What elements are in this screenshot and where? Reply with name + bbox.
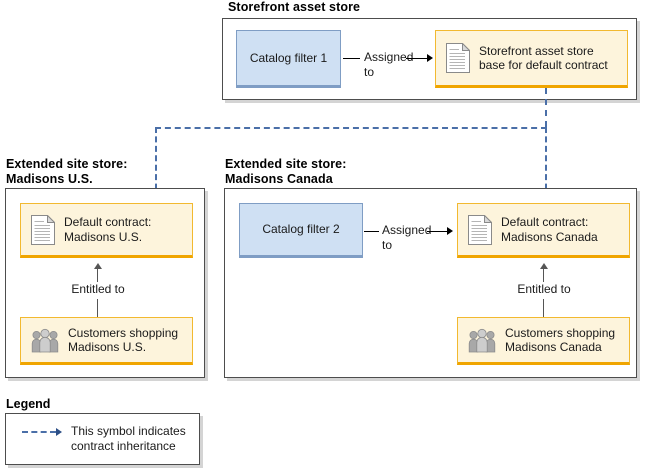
node-default-contract-canada[interactable]: Default contract: Madisons Canada xyxy=(457,203,630,258)
inheritance-line-branch-us xyxy=(155,127,157,199)
node-customers-us[interactable]: Customers shopping Madisons U.S. xyxy=(20,317,193,365)
section-heading-extended-site-store-us: Extended site store: Madisons U.S. xyxy=(6,157,128,186)
document-icon xyxy=(468,214,492,245)
edge-line-entitled-to-us-b xyxy=(97,299,98,317)
node-customers-us-label: Customers shopping Madisons U.S. xyxy=(68,325,179,355)
edge-label-entitled-to-us: Entitled to xyxy=(62,282,134,297)
node-catalog-filter-1-label: Catalog filter 1 xyxy=(249,50,328,65)
legend-arrowhead-sample xyxy=(56,428,62,436)
legend-box xyxy=(5,413,200,465)
arrowhead-assigned-to-1 xyxy=(427,54,433,62)
node-catalog-filter-1[interactable]: Catalog filter 1 xyxy=(236,30,341,88)
section-heading-storefront-asset-store: Storefront asset store xyxy=(228,0,361,14)
node-customers-canada-label: Customers shopping Madisons Canada xyxy=(505,325,616,355)
document-icon xyxy=(31,214,55,245)
node-default-contract-us[interactable]: Default contract: Madisons U.S. xyxy=(20,203,193,258)
arrowhead-entitled-to-us xyxy=(94,263,102,269)
edge-line-assigned-to-2a xyxy=(364,231,380,232)
node-default-contract-us-label: Default contract: Madisons U.S. xyxy=(64,215,152,244)
inheritance-line-branch-canada xyxy=(545,127,547,199)
inheritance-line-horizontal xyxy=(155,127,547,129)
edge-label-assigned-to-1: Assigned to xyxy=(360,50,414,79)
node-catalog-filter-2-label: Catalog filter 2 xyxy=(262,222,340,237)
edge-label-entitled-to-canada: Entitled to xyxy=(508,282,580,297)
edge-label-assigned-to-2: Assigned to xyxy=(379,223,432,252)
people-icon xyxy=(468,328,496,353)
node-default-contract-canada-label: Default contract: Madisons Canada xyxy=(501,215,598,244)
section-heading-extended-site-store-canada: Extended site store: Madisons Canada xyxy=(225,157,347,186)
edge-line-entitled-to-canada-b xyxy=(543,299,544,317)
document-icon xyxy=(446,43,470,73)
edge-line-assigned-to-1a xyxy=(343,58,365,59)
node-storefront-base-contract[interactable]: Storefront asset store base for default … xyxy=(435,30,628,88)
node-storefront-base-contract-label: Storefront asset store base for default … xyxy=(479,43,608,73)
edge-line-assigned-to-2b xyxy=(427,231,448,232)
legend-dashed-line-sample xyxy=(22,431,56,435)
node-customers-canada[interactable]: Customers shopping Madisons Canada xyxy=(457,317,630,365)
people-icon xyxy=(31,328,59,353)
edge-line-entitled-to-canada-a xyxy=(543,268,544,284)
legend-title: Legend xyxy=(6,397,51,411)
inheritance-line-trunk xyxy=(545,88,547,127)
node-catalog-filter-2[interactable]: Catalog filter 2 xyxy=(239,203,363,258)
edge-line-entitled-to-us-a xyxy=(97,268,98,284)
edge-line-assigned-to-1b xyxy=(406,58,428,59)
legend-entry-text: This symbol indicates contract inheritan… xyxy=(71,424,186,453)
arrowhead-assigned-to-2 xyxy=(447,227,453,235)
arrowhead-entitled-to-canada xyxy=(540,263,548,269)
